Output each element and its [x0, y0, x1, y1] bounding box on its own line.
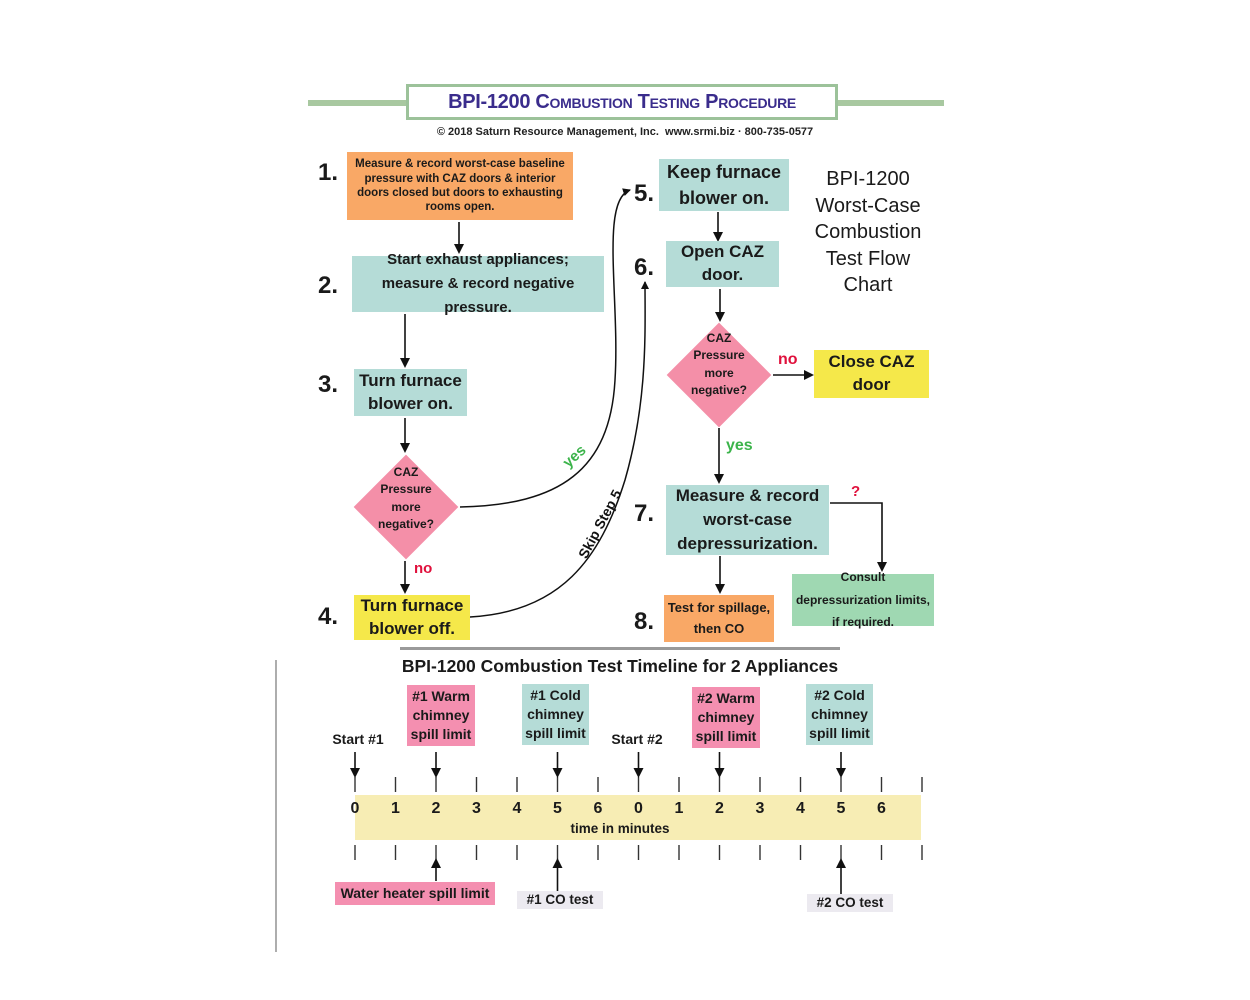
marker-start-2: Start #2: [611, 731, 663, 747]
tick-label: 4: [796, 800, 805, 817]
decision-2-text: CAZ Pressure more negative?: [690, 331, 747, 398]
step-number-1: 1.: [318, 159, 339, 186]
side-title-line: Chart: [843, 274, 893, 296]
arrow-yes-to-5: [459, 188, 631, 508]
step-number-8: 8.: [634, 608, 655, 635]
tick-label: 5: [553, 800, 562, 817]
timeline-band: [355, 795, 921, 840]
tick-label: 2: [715, 800, 724, 817]
marker-start-1: Start #1: [332, 731, 384, 747]
consult-limits-box: Consult depressurization limits, if requ…: [792, 570, 934, 629]
header-title-box: BPI-1200 Combustion Testing Procedure: [406, 84, 838, 120]
step-5-text: Keep furnace blower on.: [666, 161, 782, 208]
arrow-skip-to-6: [469, 281, 650, 618]
section-divider: [400, 647, 840, 650]
step-number-4: 4.: [318, 603, 339, 630]
decision-1-no-label: no: [414, 560, 433, 577]
marker-water-heater-spill: Water heater spill limit: [335, 882, 495, 905]
marker-1-co-test: #1 CO test: [517, 891, 603, 910]
step-number-6: 6.: [634, 254, 655, 281]
side-title-line: BPI-1200: [826, 168, 910, 190]
tick-label: 6: [593, 800, 603, 817]
step-3-box: Turn furnace blower on.: [354, 369, 467, 416]
marker-2-co-test: #2 CO test: [807, 894, 893, 913]
step-5-box: Keep furnace blower on.: [659, 159, 789, 211]
decision-2-no-label: no: [778, 351, 798, 368]
step-7-box: Measure & record worst-case depressuriza…: [666, 485, 829, 555]
step-4-box: Turn furnace blower off.: [354, 595, 470, 640]
tick-label: 1: [674, 800, 684, 817]
decision-2-yes-label: yes: [726, 437, 753, 454]
side-title-line: Combustion: [814, 221, 922, 243]
step-6-text: Open CAZ door.: [680, 242, 765, 284]
tick-label: 3: [472, 800, 481, 817]
step-6-box: Open CAZ door.: [666, 241, 779, 287]
tick-label: 1: [391, 800, 400, 817]
step-7-text: Measure & record worst-case depressuriza…: [675, 486, 820, 553]
tick-label: 4: [512, 800, 522, 817]
step-1-box: Measure & record worst-case baseline pre…: [347, 152, 573, 220]
page-title: BPI-1200 Combustion Testing Procedure: [448, 90, 796, 113]
header-bar-left: [308, 100, 408, 106]
marker-2-warm-spill: #2 Warm chimney spill limit: [692, 687, 760, 748]
marker-2-cold-spill: #2 Cold chimney spill limit: [806, 684, 873, 745]
step-number-7: 7.: [634, 500, 655, 527]
step-1-text: Measure & record worst-case baseline pre…: [355, 158, 565, 214]
question-label: ?: [851, 483, 861, 500]
step-8-text: Test for spillage, then CO: [667, 599, 771, 636]
tick-label: 2: [431, 800, 441, 817]
side-title-line: Test Flow: [825, 247, 911, 270]
step-2-box: Start exhaust appliances; measure & reco…: [352, 251, 604, 316]
step-2-text: Start exhaust appliances; measure & reco…: [381, 251, 575, 316]
step-3-text: Turn furnace blower on.: [359, 371, 462, 413]
marker-1-warm-spill: #1 Warm chimney spill limit: [407, 685, 475, 746]
header-bar-right: [838, 100, 944, 106]
step-number-3: 3.: [318, 371, 339, 398]
side-title-line: Worst-Case: [815, 194, 921, 217]
side-title: BPI-1200 Worst-Case Combustion Test Flow…: [800, 166, 936, 299]
arrow-7-consult: [830, 502, 887, 572]
step-8-box: Test for spillage, then CO: [664, 595, 774, 642]
tick-label: 0: [350, 800, 360, 817]
tick-label: 0: [634, 800, 643, 817]
timeline-axis-label: time in minutes: [570, 821, 670, 836]
marker-1-cold-spill: #1 Cold chimney spill limit: [522, 684, 589, 745]
close-caz-door-box: Close CAZ door: [814, 350, 929, 398]
close-caz-door-text: Close CAZ door: [828, 352, 915, 394]
step-number-5: 5.: [634, 180, 655, 207]
decision-1-text: CAZ Pressure more negative?: [377, 465, 434, 532]
step-4-text: Turn furnace blower off.: [360, 596, 464, 638]
tick-label: 3: [755, 800, 765, 817]
consult-limits-text: Consult depressurization limits, if requ…: [795, 569, 931, 630]
step-number-2: 2.: [318, 272, 339, 299]
tick-label: 5: [836, 800, 846, 817]
timeline-title: BPI-1200 Combustion Test Timeline for 2 …: [401, 656, 839, 676]
copyright-line: © 2018 Saturn Resource Management, Inc. …: [436, 126, 814, 138]
tick-label: 6: [877, 800, 886, 817]
